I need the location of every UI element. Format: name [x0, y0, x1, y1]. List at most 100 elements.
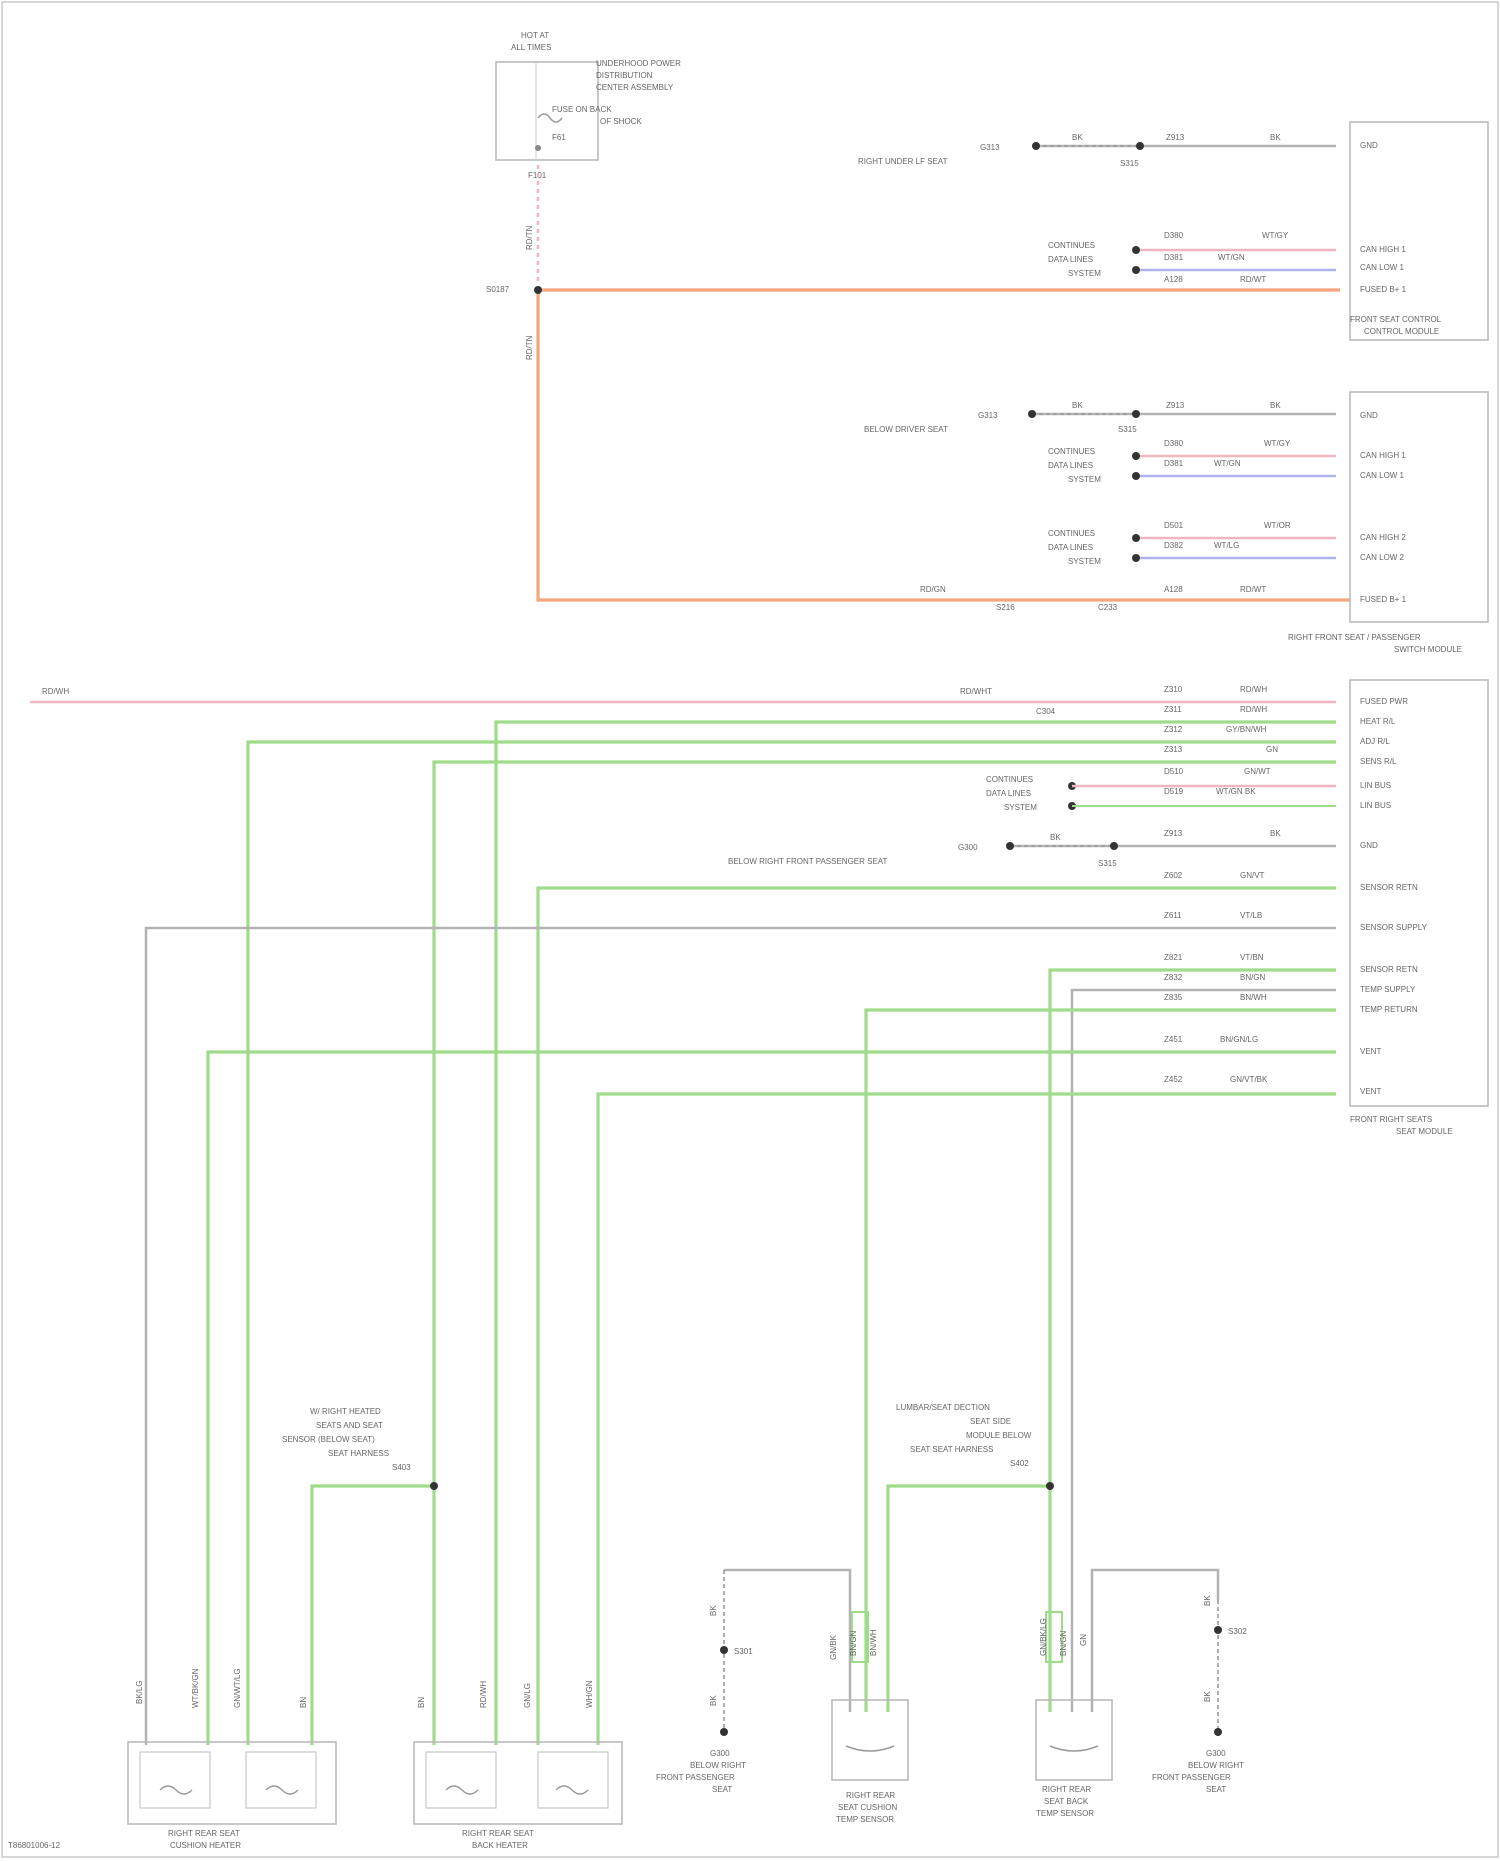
svg-text:SEAT BACK: SEAT BACK: [1044, 1797, 1089, 1806]
heater-element-icon: [446, 1786, 478, 1794]
heater-element-icon: [556, 1786, 588, 1794]
svg-text:G300: G300: [1206, 1749, 1226, 1758]
svg-text:Z310: Z310: [1164, 685, 1183, 694]
svg-text:VT/BN: VT/BN: [1240, 953, 1264, 962]
back-temp-sensor: GN/BK/LG BN/GN GN RIGHT REAR SEAT BACK T…: [1036, 1612, 1112, 1818]
svg-text:BN/WH: BN/WH: [1240, 993, 1267, 1002]
module1-wire-code-1: Z913: [1166, 133, 1185, 142]
svg-text:VENT: VENT: [1360, 1087, 1381, 1096]
svg-text:BN: BN: [299, 1697, 308, 1708]
module1-wire-color-4: RD/WT: [1240, 275, 1266, 284]
svg-text:GN: GN: [1266, 745, 1278, 754]
svg-text:WH/GN: WH/GN: [585, 1680, 594, 1708]
module2-can2-1: CONTINUES: [1048, 529, 1095, 538]
module3-lin-3: SYSTEM: [1004, 803, 1037, 812]
module1-ground-2: RIGHT UNDER LF SEAT: [858, 157, 948, 166]
module2-feed-wire: RD/GN: [920, 585, 946, 594]
heater-element-icon: [160, 1786, 192, 1794]
module2: RIGHT FRONT SEAT / PASSENGER SWITCH MODU…: [864, 392, 1488, 654]
svg-text:GN: GN: [1079, 1634, 1088, 1646]
svg-text:Z451: Z451: [1164, 1035, 1183, 1044]
svg-text:SEATS AND SEAT: SEATS AND SEAT: [316, 1421, 383, 1430]
module2-color-4: WT/OR: [1264, 521, 1291, 530]
svg-text:BK: BK: [709, 1695, 718, 1706]
fuse-symbol-icon: [538, 114, 562, 122]
module1-pin-canl: CAN LOW 1: [1360, 263, 1405, 272]
module1-can-1: CONTINUES: [1048, 241, 1095, 250]
module1-wire-color-3: WT/GN: [1218, 253, 1245, 262]
svg-text:BELOW RIGHT: BELOW RIGHT: [1188, 1761, 1244, 1770]
svg-text:BN/GN: BN/GN: [849, 1630, 858, 1656]
svg-text:SENSOR (BELOW SEAT): SENSOR (BELOW SEAT): [282, 1435, 375, 1444]
svg-text:LIN BUS: LIN BUS: [1360, 801, 1391, 810]
svg-text:Z452: Z452: [1164, 1075, 1183, 1084]
module3-feed-label: RD/WHT: [960, 687, 992, 696]
module1-wire-color-2: WT/GY: [1262, 231, 1289, 240]
svg-text:D510: D510: [1164, 767, 1184, 776]
module2-can2-2: DATA LINES: [1048, 543, 1093, 552]
svg-text:GN/WT/LG: GN/WT/LG: [233, 1668, 242, 1708]
svg-text:BN/WH: BN/WH: [869, 1629, 878, 1656]
svg-text:WT/GN BK: WT/GN BK: [1216, 787, 1256, 796]
footer-code: T86801006-12: [8, 1841, 61, 1850]
module1-pin-gnd: GND: [1360, 141, 1378, 150]
svg-text:TEMP RETURN: TEMP RETURN: [1360, 1005, 1418, 1014]
svg-text:GN/WT: GN/WT: [1244, 767, 1271, 776]
module2-pin-2: CAN HIGH 1: [1360, 451, 1406, 460]
svg-text:TEMP SENSOR: TEMP SENSOR: [836, 1815, 894, 1824]
ground2: BK S302 BK G300 BELOW RIGHT FRONT PASSEN…: [1092, 1570, 1247, 1794]
svg-text:GN/BK: GN/BK: [829, 1634, 838, 1660]
module3-ground-splice: S315: [1098, 859, 1117, 868]
svg-text:Z832: Z832: [1164, 973, 1183, 982]
svg-text:BACK HEATER: BACK HEATER: [472, 1841, 528, 1850]
fuse-block-desc-3: CENTER ASSEMBLY: [596, 83, 674, 92]
module2-pin-5: CAN LOW 2: [1360, 553, 1405, 562]
module2-name-1: RIGHT FRONT SEAT / PASSENGER: [1288, 633, 1421, 642]
svg-text:ADJ R/L: ADJ R/L: [1360, 737, 1390, 746]
module1-wire-color-1: BK: [1270, 133, 1281, 142]
fuse-block-desc-4: FUSE ON BACK: [552, 105, 612, 114]
fuse-block: HOT AT ALL TIMES UNDERHOOD POWER DISTRIB…: [486, 31, 681, 360]
note-right: LUMBAR/SEAT DECTION SEAT SIDE MODULE BEL…: [896, 1403, 1032, 1468]
svg-text:FUSED PWR: FUSED PWR: [1360, 697, 1408, 706]
fuse-label: F61: [552, 133, 566, 142]
module1-can-2: DATA LINES: [1048, 255, 1093, 264]
svg-text:Z611: Z611: [1164, 911, 1182, 920]
cushion-temp-sensor: BN/GN BN/WH GN/BK RIGHT REAR SEAT CUSHIO…: [829, 1612, 908, 1824]
svg-text:Z835: Z835: [1164, 993, 1183, 1002]
svg-text:S403: S403: [392, 1463, 411, 1472]
svg-text:SEAT SEAT HARNESS: SEAT SEAT HARNESS: [910, 1445, 993, 1454]
module2-color-1: BK: [1270, 401, 1281, 410]
svg-text:RIGHT REAR SEAT: RIGHT REAR SEAT: [462, 1829, 534, 1838]
module2-pin-1: GND: [1360, 411, 1378, 420]
back-heater: RIGHT REAR SEAT BACK HEATER BN RD/WH GN/…: [414, 1680, 622, 1850]
module2-can-2: DATA LINES: [1048, 461, 1093, 470]
fuse-block-title-1: HOT AT: [521, 31, 549, 40]
module1-name-2: CONTROL MODULE: [1364, 327, 1439, 336]
svg-text:BK/LG: BK/LG: [135, 1680, 144, 1704]
module2-color-2: WT/GY: [1264, 439, 1291, 448]
fuse-splice: S0187: [486, 285, 510, 294]
svg-text:LUMBAR/SEAT DECTION: LUMBAR/SEAT DECTION: [896, 1403, 990, 1412]
svg-text:Z311: Z311: [1164, 705, 1182, 714]
module2-feed-splice-1: S216: [996, 603, 1015, 612]
module2-code-6: A128: [1164, 585, 1183, 594]
module1-ground-1: G313: [980, 143, 1000, 152]
svg-text:Z312: Z312: [1164, 725, 1183, 734]
module1-name-1: FRONT SEAT CONTROL: [1350, 315, 1442, 324]
svg-text:S301: S301: [734, 1647, 753, 1656]
svg-text:BELOW RIGHT: BELOW RIGHT: [690, 1761, 746, 1770]
module3-pins: FUSED PWR HEAT R/L ADJ R/L SENS R/L LIN …: [1360, 697, 1428, 1096]
module2-ground-wire: BK: [1072, 401, 1083, 410]
svg-text:BK: BK: [1270, 829, 1281, 838]
svg-text:SENS R/L: SENS R/L: [1360, 757, 1397, 766]
fuse-block-title-2: ALL TIMES: [511, 43, 551, 52]
svg-text:Z602: Z602: [1164, 871, 1183, 880]
svg-text:FRONT PASSENGER: FRONT PASSENGER: [656, 1773, 735, 1782]
module2-code-4: D501: [1164, 521, 1184, 530]
module3-ground-wire: BK: [1050, 833, 1061, 842]
module1-wire-code-3: D381: [1164, 253, 1184, 262]
fuse-feed-wire: [538, 290, 1350, 600]
module2-pin-6: FUSED B+ 1: [1360, 595, 1407, 604]
svg-text:BK: BK: [1203, 1595, 1212, 1606]
